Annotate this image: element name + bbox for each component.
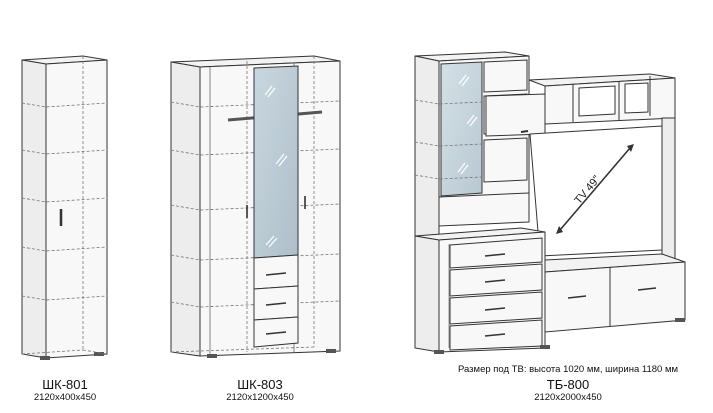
product-name: ШК-801: [42, 377, 88, 392]
wardrobe-shk-801: [21, 55, 108, 360]
product-dimensions: 2120x1200x450: [226, 392, 294, 403]
tv-size-note: Размер под ТВ: высота 1020 мм, ширина 11…: [457, 364, 679, 375]
caption-shk-803: ШК-803 2120x1200x450: [205, 377, 315, 404]
product-dimensions: 2120x2000x450: [534, 392, 602, 403]
mirror-door: [253, 65, 299, 259]
caption-tb-800: Размер под ТВ: высота 1020 мм, ширина 11…: [438, 364, 698, 403]
product-name: ТБ-800: [546, 377, 590, 392]
caption-shk-801: ШК-801 2120x400x450: [20, 377, 110, 404]
cabinet-handle-icon: [520, 130, 529, 133]
glass-door: [440, 61, 483, 197]
wardrobe-shk-803: [170, 55, 341, 358]
product-name: ШК-803: [237, 377, 283, 392]
drawer-handle-icon: [265, 272, 287, 276]
product-dimensions: 2120x400x450: [33, 392, 97, 403]
tv-wall-unit-tb-800: [414, 51, 686, 354]
